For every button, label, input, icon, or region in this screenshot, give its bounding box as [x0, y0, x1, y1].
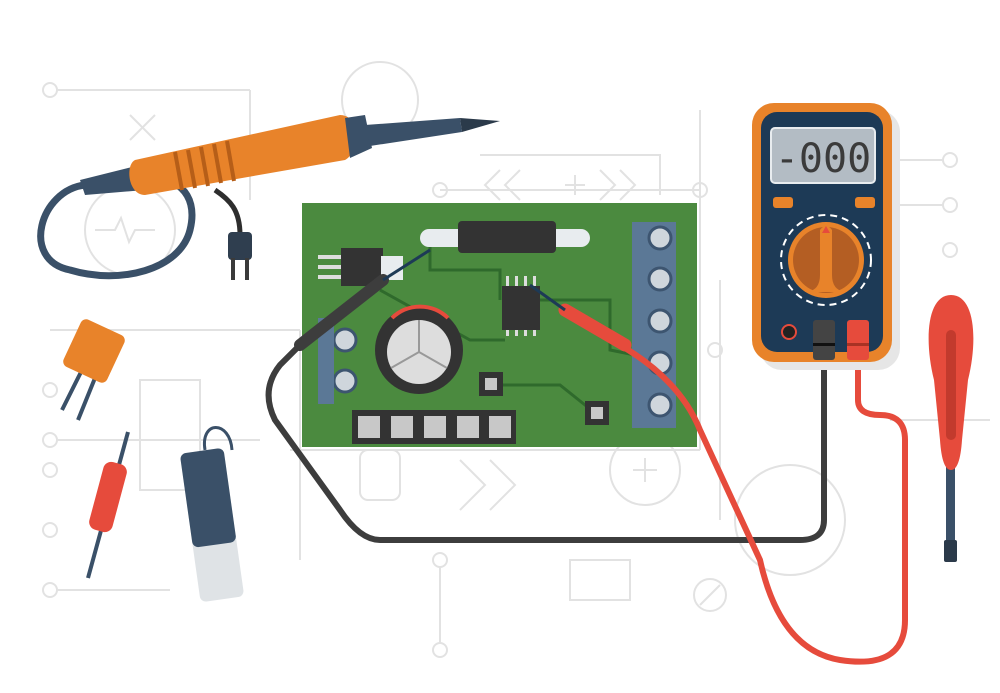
black-probe-wire[interactable]	[265, 337, 827, 543]
black-probe[interactable]	[294, 274, 389, 351]
jack-com	[781, 324, 797, 340]
terminal-block-left	[318, 318, 334, 404]
ic-chip	[502, 276, 540, 336]
multimeter: -000	[752, 103, 900, 370]
iron-handle	[129, 115, 357, 195]
soldering-iron	[37, 115, 500, 280]
red-resistor	[86, 431, 130, 579]
display-value: -000	[775, 136, 871, 182]
red-jack-plug	[847, 320, 869, 360]
orange-capacitor	[60, 319, 125, 421]
electrolytic-capacitor	[375, 304, 463, 394]
power-plug-icon	[228, 232, 252, 280]
solder-wire-tube	[180, 426, 244, 602]
multimeter-display	[770, 127, 876, 184]
multimeter-dial[interactable]	[788, 222, 864, 298]
iron-tip	[460, 118, 500, 132]
plug-cord	[213, 187, 243, 236]
multimeter-left-button[interactable]	[773, 197, 793, 208]
red-probe-wire[interactable]	[618, 342, 908, 665]
multimeter-right-button[interactable]	[855, 197, 875, 208]
iron-shaft	[365, 118, 462, 146]
screwdriver	[928, 295, 974, 562]
black-jack-plug	[813, 320, 835, 360]
black-probe-tip	[382, 248, 431, 282]
soldering-iron-cable	[37, 175, 196, 280]
red-probe-tip	[529, 283, 566, 312]
red-probe[interactable]	[558, 303, 632, 352]
board-resistor	[420, 221, 590, 253]
circuit-board	[302, 203, 697, 447]
